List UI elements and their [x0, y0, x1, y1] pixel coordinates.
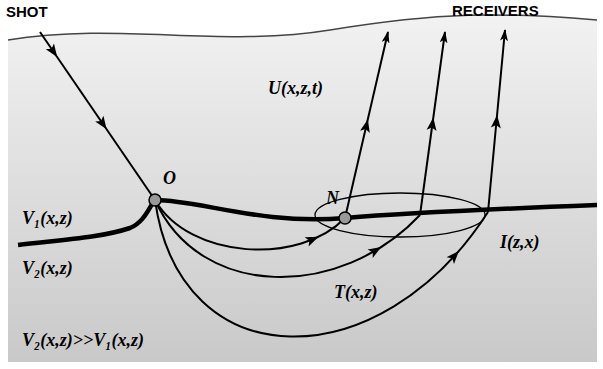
velocity-label: V₁(x,z) [22, 208, 73, 229]
point-label: O [163, 168, 176, 189]
velocity-note: V₂(x,z)>>V₁(x,z) [22, 330, 144, 351]
diving-ray [155, 200, 420, 277]
ray-arrowhead [95, 116, 111, 132]
ray-arrowhead [360, 118, 373, 133]
ray-arrowhead [305, 232, 321, 246]
velocity-label: V₂(x,z) [22, 258, 73, 279]
point-marker [339, 212, 351, 224]
ray-arrowhead [447, 248, 463, 264]
upgoing-ray [488, 30, 505, 212]
ray-arrowhead [368, 243, 384, 258]
integration-ellipse [315, 193, 485, 237]
upgoing-ray [420, 32, 445, 215]
incident-ray [40, 32, 155, 200]
ray-arrowhead [427, 117, 439, 131]
shot-label: SHOT [6, 3, 48, 20]
ray-arrowhead [46, 44, 62, 60]
point-label: N [326, 188, 339, 209]
wavefield-label: U(x,z,t) [268, 78, 323, 99]
upgoing-ray [345, 32, 388, 218]
diving-ray [155, 200, 488, 337]
ray-arrowhead [491, 115, 502, 129]
receivers-label: RECEIVERS [452, 2, 539, 19]
diving-ray [155, 200, 345, 250]
traveltime-label: T(x,z) [334, 282, 378, 303]
ground [8, 15, 597, 362]
point-marker [149, 194, 161, 206]
region-label: I(z,x) [500, 232, 540, 253]
